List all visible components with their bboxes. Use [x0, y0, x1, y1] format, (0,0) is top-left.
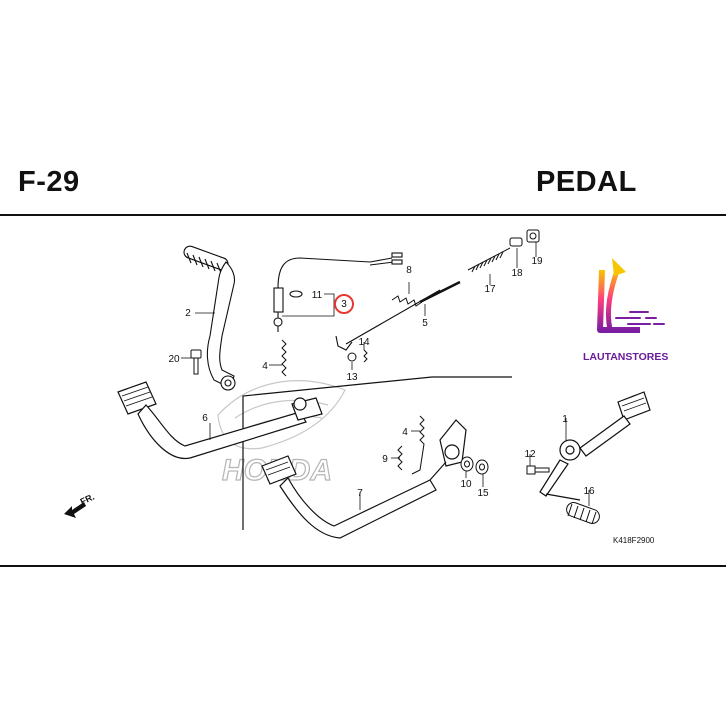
brake-pedal-part-7 [261, 419, 467, 539]
callout-2: 2 [185, 308, 191, 319]
callout-13: 13 [346, 372, 358, 383]
cable-assembly [273, 252, 403, 332]
callout-16: 16 [583, 486, 595, 497]
top-rule [0, 214, 726, 216]
callout-5: 5 [422, 318, 428, 329]
bolt-part-20 [190, 349, 202, 375]
washer-part-15 [475, 459, 489, 475]
adjusting-rod-part-17 [467, 247, 511, 273]
callout-17: 17 [484, 284, 496, 295]
callout-19: 19 [531, 256, 543, 267]
washer-part-13 [347, 352, 357, 362]
callout-4-lower: 4 [402, 427, 408, 438]
nut-part-19 [526, 229, 540, 243]
rubber-part-16 [566, 502, 600, 525]
diagram-title: PEDAL [536, 166, 637, 198]
leader-lines [181, 242, 590, 510]
washer-part-10 [460, 456, 474, 472]
spring-part-8 [391, 295, 423, 307]
callout-20: 20 [168, 354, 180, 365]
section-divider [242, 376, 512, 530]
kick-arm-part-2 [183, 245, 236, 391]
front-arrow-icon: FR. [64, 492, 96, 518]
bottom-rule [0, 565, 726, 567]
callout-11: 11 [312, 290, 323, 301]
bolt-part-12 [526, 465, 550, 475]
spring-part-4-upper [281, 339, 287, 377]
diagram-code: F-29 [18, 166, 80, 198]
reference-code: K418F2900 [613, 536, 655, 545]
callout-8: 8 [406, 265, 412, 276]
callout-3: 3 [341, 299, 347, 310]
callout-10: 10 [460, 479, 472, 490]
brake-rod-part-5 [335, 280, 461, 351]
callout-7: 7 [357, 488, 363, 499]
callout-18: 18 [511, 268, 523, 279]
callout-14: 14 [358, 337, 370, 348]
spring-part-14 [363, 349, 368, 363]
callout-1: 1 [562, 414, 568, 425]
store-logo: LAUTANSTORES [583, 258, 668, 363]
callout-15: 15 [477, 488, 489, 499]
gear-shift-pedal-part-1 [539, 391, 651, 501]
callout-9: 9 [382, 454, 388, 465]
callout-4-upper: 4 [262, 361, 268, 372]
brake-pedal-part-6 [117, 381, 323, 459]
spring-part-4-lower [411, 415, 425, 475]
highlight-circle [334, 294, 354, 314]
callout-6: 6 [202, 413, 208, 424]
callout-12: 12 [524, 449, 536, 460]
store-logo-text: LAUTANSTORES [583, 351, 668, 363]
front-label: FR. [79, 492, 96, 507]
callout-labels: 1 2 3 4 4 5 6 7 8 9 10 11 12 13 14 15 16… [168, 256, 595, 499]
joint-part-18 [509, 237, 523, 247]
